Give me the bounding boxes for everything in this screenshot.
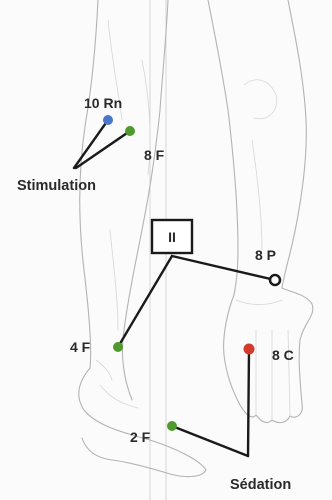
label-2-f: 2 F xyxy=(130,429,151,445)
stim-line-1 xyxy=(74,120,108,168)
point-2-f xyxy=(167,421,177,431)
labels: 10 Rn 8 F Stimulation 8 P 4 F 8 C 2 F Sé… xyxy=(17,95,294,493)
roman-label: II xyxy=(168,229,176,245)
arm-sketch xyxy=(208,0,313,423)
arm-outline-left xyxy=(208,0,238,295)
arm-outline-right xyxy=(282,0,306,288)
label-4-f: 4 F xyxy=(70,339,91,355)
label-8-c: 8 C xyxy=(272,347,294,363)
hand-outline xyxy=(224,288,313,423)
point-8-c xyxy=(244,344,255,355)
connectors xyxy=(74,120,275,456)
label-sedation: Sédation xyxy=(230,477,291,493)
label-10-rn: 10 Rn xyxy=(84,95,122,111)
wrist-crease xyxy=(236,300,282,305)
label-8-p: 8 P xyxy=(255,247,276,263)
point-8-f xyxy=(125,126,135,136)
sedation-line-8c xyxy=(248,349,249,456)
leg-outline-right xyxy=(122,0,168,400)
ankle-line xyxy=(96,360,112,380)
leg-muscle-line-3 xyxy=(110,230,118,330)
label-8-f: 8 F xyxy=(144,147,165,163)
foot-outline xyxy=(79,368,206,477)
point-4-f xyxy=(113,342,123,352)
point-8-p xyxy=(270,275,280,285)
roman-box: II xyxy=(152,220,192,253)
forearm-line xyxy=(252,140,262,250)
label-stimulation: Stimulation xyxy=(17,178,96,194)
sedation-line-2f xyxy=(172,426,248,456)
elbow-crease xyxy=(244,80,277,119)
finger-line-3 xyxy=(288,330,290,416)
points xyxy=(103,115,280,431)
point-10-rn xyxy=(103,115,113,125)
foot-arch-line xyxy=(100,385,138,408)
roman-to-4f-line xyxy=(118,256,172,347)
